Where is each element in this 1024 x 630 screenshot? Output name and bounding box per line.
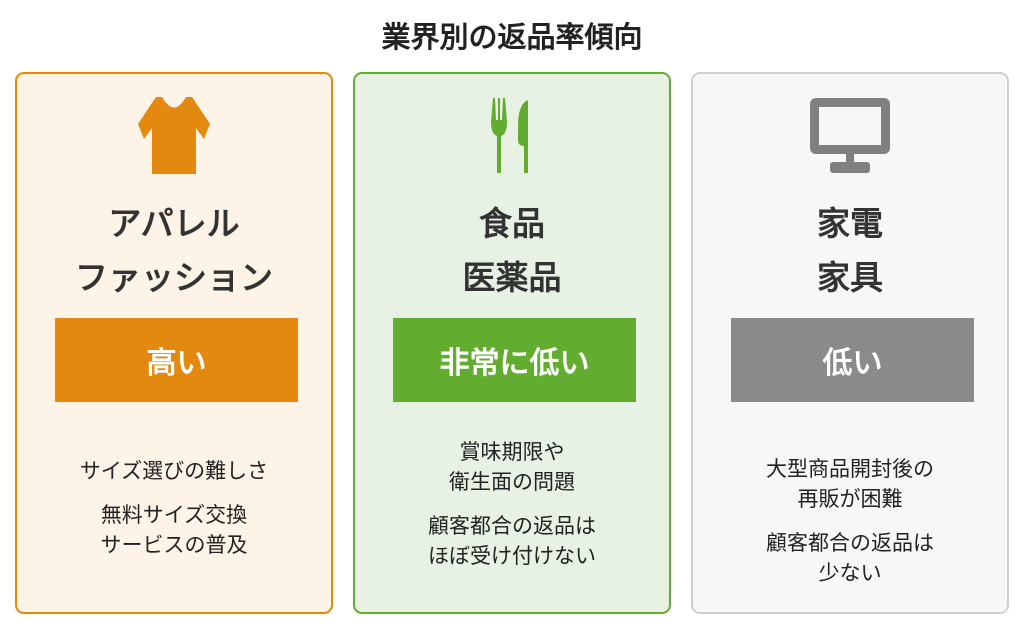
fork-knife-icon [491,98,528,173]
desc-item: サイズ選びの難しさ [79,459,269,483]
card-title-line: 家具 [817,258,883,297]
card-appliances-furniture: 家電家具 低い 大型商品開封後の再販が困難顧客都合の返品は少ない [691,72,1009,614]
return-rate-badge: 非常に低い [393,318,636,402]
card-title-line: 家電 [817,204,883,243]
card-title-line: 食品 [479,204,545,243]
desc-item: 顧客都合の返品はほぼ受け付けない [428,514,596,568]
return-rate-badge: 高い [55,318,298,402]
desc-item: 大型商品開封後の再販が困難 [766,457,934,511]
monitor-icon [810,98,890,173]
card-apparel: アパレルファッション 高い サイズ選びの難しさ無料サイズ交換サービスの普及 [15,72,333,614]
page-title: 業界別の返品率傾向 [381,20,643,54]
desc-item: 賞味期限や衛生面の問題 [449,440,575,494]
card-food-medicine: 食品医薬品 非常に低い 賞味期限や衛生面の問題顧客都合の返品はほぼ受け付けない [353,72,671,614]
desc-item: 無料サイズ交換サービスの普及 [100,503,248,557]
return-rate-badge: 低い [731,318,974,402]
card-title-line: 医薬品 [462,258,562,297]
card-title-line: ファッション [75,258,273,297]
card-title-line: アパレル [108,204,240,243]
desc-item: 顧客都合の返品は少ない [766,531,934,585]
t-shirt-icon [138,97,210,174]
